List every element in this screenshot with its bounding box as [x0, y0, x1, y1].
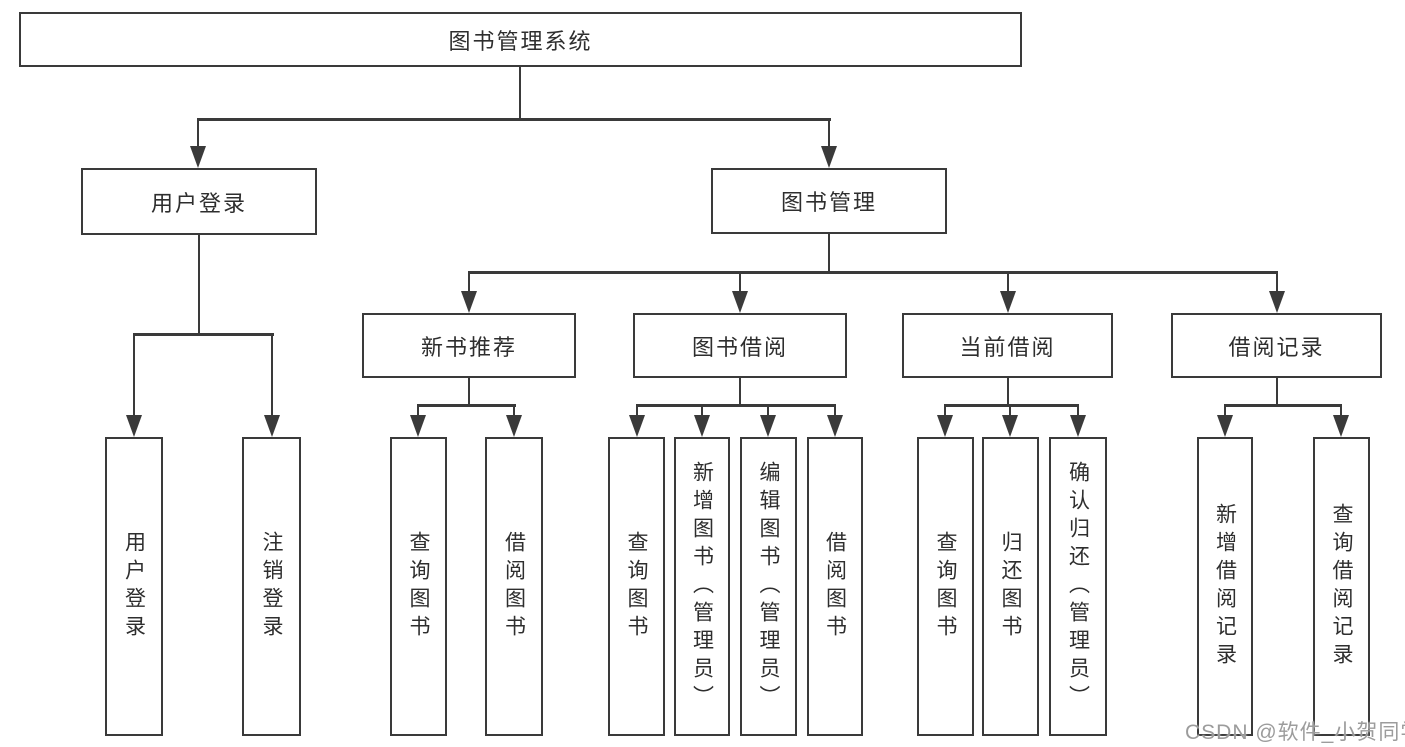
node-label-user-login-leaf: 用户登录 [122, 530, 146, 643]
arrowhead-icon-to-add-borrow-rec [1217, 415, 1233, 437]
connector-book-borrow-hbar [636, 404, 836, 407]
node-new-book-rec: 新书推荐 [362, 313, 576, 378]
node-label-query-book-rec: 查询图书 [407, 530, 430, 643]
node-label-return-book: 归还图书 [999, 530, 1022, 643]
node-label-book-borrow: 图书借阅 [691, 334, 788, 360]
node-label-edit-book-admin: 编辑图书（管理员） [757, 460, 780, 713]
arrow-shaft-to-book-borrow [739, 271, 741, 295]
connector-book-mgmt-vline [828, 234, 830, 273]
arrow-shaft-to-book-mgmt [828, 118, 830, 150]
node-add-borrow-rec: 新增借阅记录 [1197, 437, 1253, 736]
node-query-borrow-rec: 查询借阅记录 [1313, 437, 1370, 736]
connector-current-borrow-vline [1007, 378, 1009, 406]
connector-user-login-vline [198, 234, 200, 335]
arrow-shaft-to-confirm-return [1077, 404, 1079, 419]
arrowhead-icon-to-book-borrow [732, 291, 748, 313]
arrowhead-icon-to-edit-book-admin [760, 415, 776, 437]
connector-new-book-rec-vline [468, 378, 470, 406]
connector-root-vline [519, 67, 521, 119]
node-root: 图书管理系统 [19, 12, 1022, 67]
connector-level1-hbar [197, 118, 831, 121]
arrowhead-icon-to-return-book [1002, 415, 1018, 437]
node-query-book-borrow: 查询图书 [608, 437, 665, 736]
node-label-add-borrow-rec: 新增借阅记录 [1213, 502, 1237, 671]
node-current-borrow: 当前借阅 [902, 313, 1113, 378]
connector-borrow-record-hbar [1224, 404, 1342, 407]
node-label-root: 图书管理系统 [448, 28, 593, 54]
node-label-logout-leaf: 注销登录 [260, 530, 283, 643]
arrowhead-icon-to-borrow-book-rec [506, 415, 522, 437]
arrowhead-icon-to-query-borrow-rec [1333, 415, 1349, 437]
node-query-book-rec: 查询图书 [390, 437, 447, 736]
node-label-confirm-return-admin: 确认归还（管理员） [1066, 460, 1090, 713]
arrowhead-icon-to-current-borrow [1000, 291, 1016, 313]
connector-book-borrow-vline [739, 378, 741, 406]
node-return-book: 归还图书 [982, 437, 1039, 736]
connector-new-book-rec-hbar [417, 404, 516, 407]
node-confirm-return-admin: 确认归还（管理员） [1049, 437, 1107, 736]
arrowhead-icon-to-confirm-return [1070, 415, 1086, 437]
connector-book-mgmt-hbar [468, 271, 1278, 274]
arrow-shaft-to-add-book-admin [701, 404, 703, 419]
arrowhead-icon-to-add-book-admin [694, 415, 710, 437]
node-label-current-borrow: 当前借阅 [959, 334, 1056, 360]
arrow-shaft-to-user-login-leaf [133, 333, 135, 419]
node-label-query-borrow-rec: 查询借阅记录 [1330, 502, 1353, 671]
arrow-shaft-to-borrow-book-rec [513, 404, 515, 419]
arrowhead-icon-to-new-book-rec [461, 291, 477, 313]
arrow-shaft-to-query-book-borrow [636, 404, 638, 419]
node-label-borrow-book-leaf: 借阅图书 [823, 530, 847, 643]
node-book-mgmt: 图书管理 [711, 168, 947, 234]
node-label-user-login: 用户登录 [150, 190, 247, 216]
arrowhead-icon-to-borrow-book-leaf [827, 415, 843, 437]
arrowhead-icon-to-borrow-record [1269, 291, 1285, 313]
node-book-borrow: 图书借阅 [633, 313, 847, 378]
node-label-borrow-book-rec: 借阅图书 [502, 530, 526, 643]
arrow-shaft-to-query-book-current [944, 404, 946, 419]
arrowhead-icon-to-logout-leaf [264, 415, 280, 437]
node-user-login-leaf: 用户登录 [105, 437, 163, 736]
arrow-shaft-to-user-login [197, 118, 199, 150]
node-label-borrow-record: 借阅记录 [1228, 334, 1325, 360]
connector-current-borrow-hbar [944, 404, 1079, 407]
arrowhead-icon-to-book-mgmt [821, 146, 837, 168]
arrowhead-icon-to-user-login-leaf [126, 415, 142, 437]
arrow-shaft-to-edit-book-admin [767, 404, 769, 419]
arrowhead-icon-to-query-book-rec [410, 415, 426, 437]
arrowhead-icon-to-query-book-current [937, 415, 953, 437]
arrow-shaft-to-current-borrow [1007, 271, 1009, 295]
node-edit-book-admin: 编辑图书（管理员） [740, 437, 797, 736]
node-add-book-admin: 新增图书（管理员） [674, 437, 730, 736]
node-user-login: 用户登录 [81, 168, 317, 235]
arrow-shaft-to-logout-leaf [271, 333, 273, 419]
arrow-shaft-to-borrow-book-leaf [834, 404, 836, 419]
arrowhead-icon-to-query-book-borrow [629, 415, 645, 437]
arrow-shaft-to-query-book-rec [417, 404, 419, 419]
node-borrow-book-rec: 借阅图书 [485, 437, 543, 736]
arrowhead-icon-to-user-login [190, 146, 206, 168]
arrow-shaft-to-borrow-record [1276, 271, 1278, 295]
node-borrow-book-leaf: 借阅图书 [807, 437, 863, 736]
csdn-watermark: CSDN @软件_小贺同学 [1185, 721, 1405, 744]
connector-borrow-record-vline [1276, 378, 1278, 406]
arrow-shaft-to-new-book-rec [468, 271, 470, 295]
node-logout-leaf: 注销登录 [242, 437, 301, 736]
node-label-add-book-admin: 新增图书（管理员） [690, 460, 714, 713]
node-label-query-book-current: 查询图书 [934, 530, 957, 643]
arrow-shaft-to-query-borrow-rec [1340, 404, 1342, 419]
arrow-shaft-to-return-book [1009, 404, 1011, 419]
node-label-book-mgmt: 图书管理 [780, 190, 877, 215]
node-borrow-record: 借阅记录 [1171, 313, 1382, 378]
node-label-new-book-rec: 新书推荐 [420, 334, 517, 360]
node-query-book-current: 查询图书 [917, 437, 974, 736]
connector-user-login-hbar [133, 333, 274, 336]
arrow-shaft-to-add-borrow-rec [1224, 404, 1226, 419]
node-label-query-book-borrow: 查询图书 [625, 530, 648, 643]
